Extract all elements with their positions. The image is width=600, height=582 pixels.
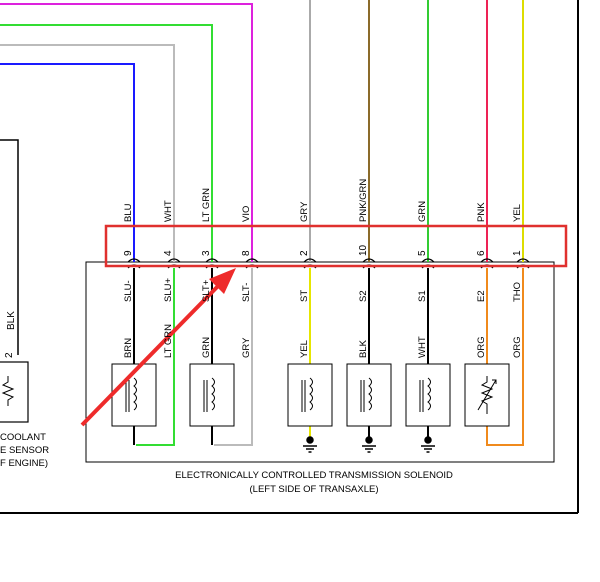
thermistor-icon [1, 376, 15, 406]
ground-symbol-icon [362, 436, 376, 453]
solenoid-coils [111, 363, 510, 427]
pin-number: 5 [417, 250, 428, 256]
terminal-label: S2 [358, 290, 369, 302]
component-title: ELECTRONICALLY CONTROLLED TRANSMISSION S… [175, 470, 453, 481]
wire-color-label: WHT [163, 200, 174, 222]
wire-light-green [0, 24, 213, 230]
wire-color-label: LT GRN [201, 188, 212, 222]
pin-number: 8 [241, 250, 252, 256]
solenoid-coil-icons [1, 376, 497, 414]
pin-number: 1 [512, 250, 523, 256]
component-subtitle: (LEFT SIDE OF TRANSAXLE) [250, 484, 379, 495]
annotation-arrow-icon [80, 268, 236, 427]
left-sensor-wire-color: BLK [6, 311, 17, 330]
left-sensor-label-3: F ENGINE) [0, 458, 48, 469]
terminal-label: SLU- [123, 280, 134, 302]
inner-wire-label: BRN [123, 338, 134, 358]
thermistor-icon [477, 376, 497, 414]
upper-wires [0, 0, 524, 230]
wire-color-label: GRN [417, 201, 428, 222]
terminal-label: E2 [476, 290, 487, 302]
wire-color-label: VIO [241, 206, 252, 222]
inner-wire-label: LT GRN [163, 324, 174, 358]
wire-color-label: GRY [299, 201, 310, 222]
left-sensor-pin: 2 [4, 352, 15, 358]
wire-color-label: BLU [123, 203, 134, 222]
coolant-sensor-box [0, 361, 29, 423]
pin-number: 3 [201, 250, 212, 256]
pin-number: 6 [476, 250, 487, 256]
pin-number: 10 [358, 244, 369, 256]
solenoid-coil-icon [125, 377, 137, 412]
inner-wire-label: GRY [241, 337, 252, 358]
wire-color-label: YEL [512, 204, 523, 222]
inner-wire-lt-grn [136, 268, 175, 446]
coil-box-s1 [405, 363, 451, 427]
solenoid-coil-icon [301, 377, 313, 412]
terminal-label: SLT- [241, 283, 252, 302]
ground-symbols [303, 436, 435, 453]
ground-symbol-icon [421, 436, 435, 453]
ground-symbol-icon [303, 436, 317, 453]
terminal-label: SLU+ [163, 278, 174, 302]
solenoid-coil-icon [203, 377, 215, 412]
wire-blue [0, 63, 135, 230]
inner-wire-label: ORG [476, 336, 487, 358]
solenoid-coil-icon [419, 377, 431, 412]
left-sensor-label-2: E SENSOR [0, 445, 49, 456]
inner-wire-label: GRN [201, 337, 212, 358]
coil-box-s2 [346, 363, 392, 427]
wire-color-label: PNK/GRN [358, 179, 369, 222]
inner-wire-label: WHT [417, 336, 428, 358]
inner-wire-org-e2 [486, 268, 524, 446]
terminal-label: S1 [417, 290, 428, 302]
terminal-label: SLT+ [201, 279, 212, 302]
inner-wire-gry [214, 268, 253, 446]
pin-number: 9 [123, 250, 134, 256]
inner-wire-label: YEL [299, 340, 310, 358]
connector-highlight-box [104, 224, 568, 268]
solenoid-coil-icon [360, 377, 372, 412]
inner-wire-label: BLK [358, 339, 369, 358]
wire-white [0, 44, 175, 230]
pin-number: 2 [299, 250, 310, 256]
left-sensor-label-1: COOLANT [0, 432, 46, 443]
terminal-label: ST [299, 290, 310, 302]
pin-number: 4 [163, 250, 174, 256]
coil-box-slt [189, 363, 235, 427]
inner-wire-label: ORG [512, 336, 523, 358]
solenoid-housing [85, 261, 555, 463]
coil-box-st [287, 363, 333, 427]
terminal-label: THO [512, 282, 523, 302]
wire-color-label: PNK [476, 202, 487, 222]
wire-violet [0, 3, 253, 230]
wire-left-sensor [0, 139, 19, 355]
